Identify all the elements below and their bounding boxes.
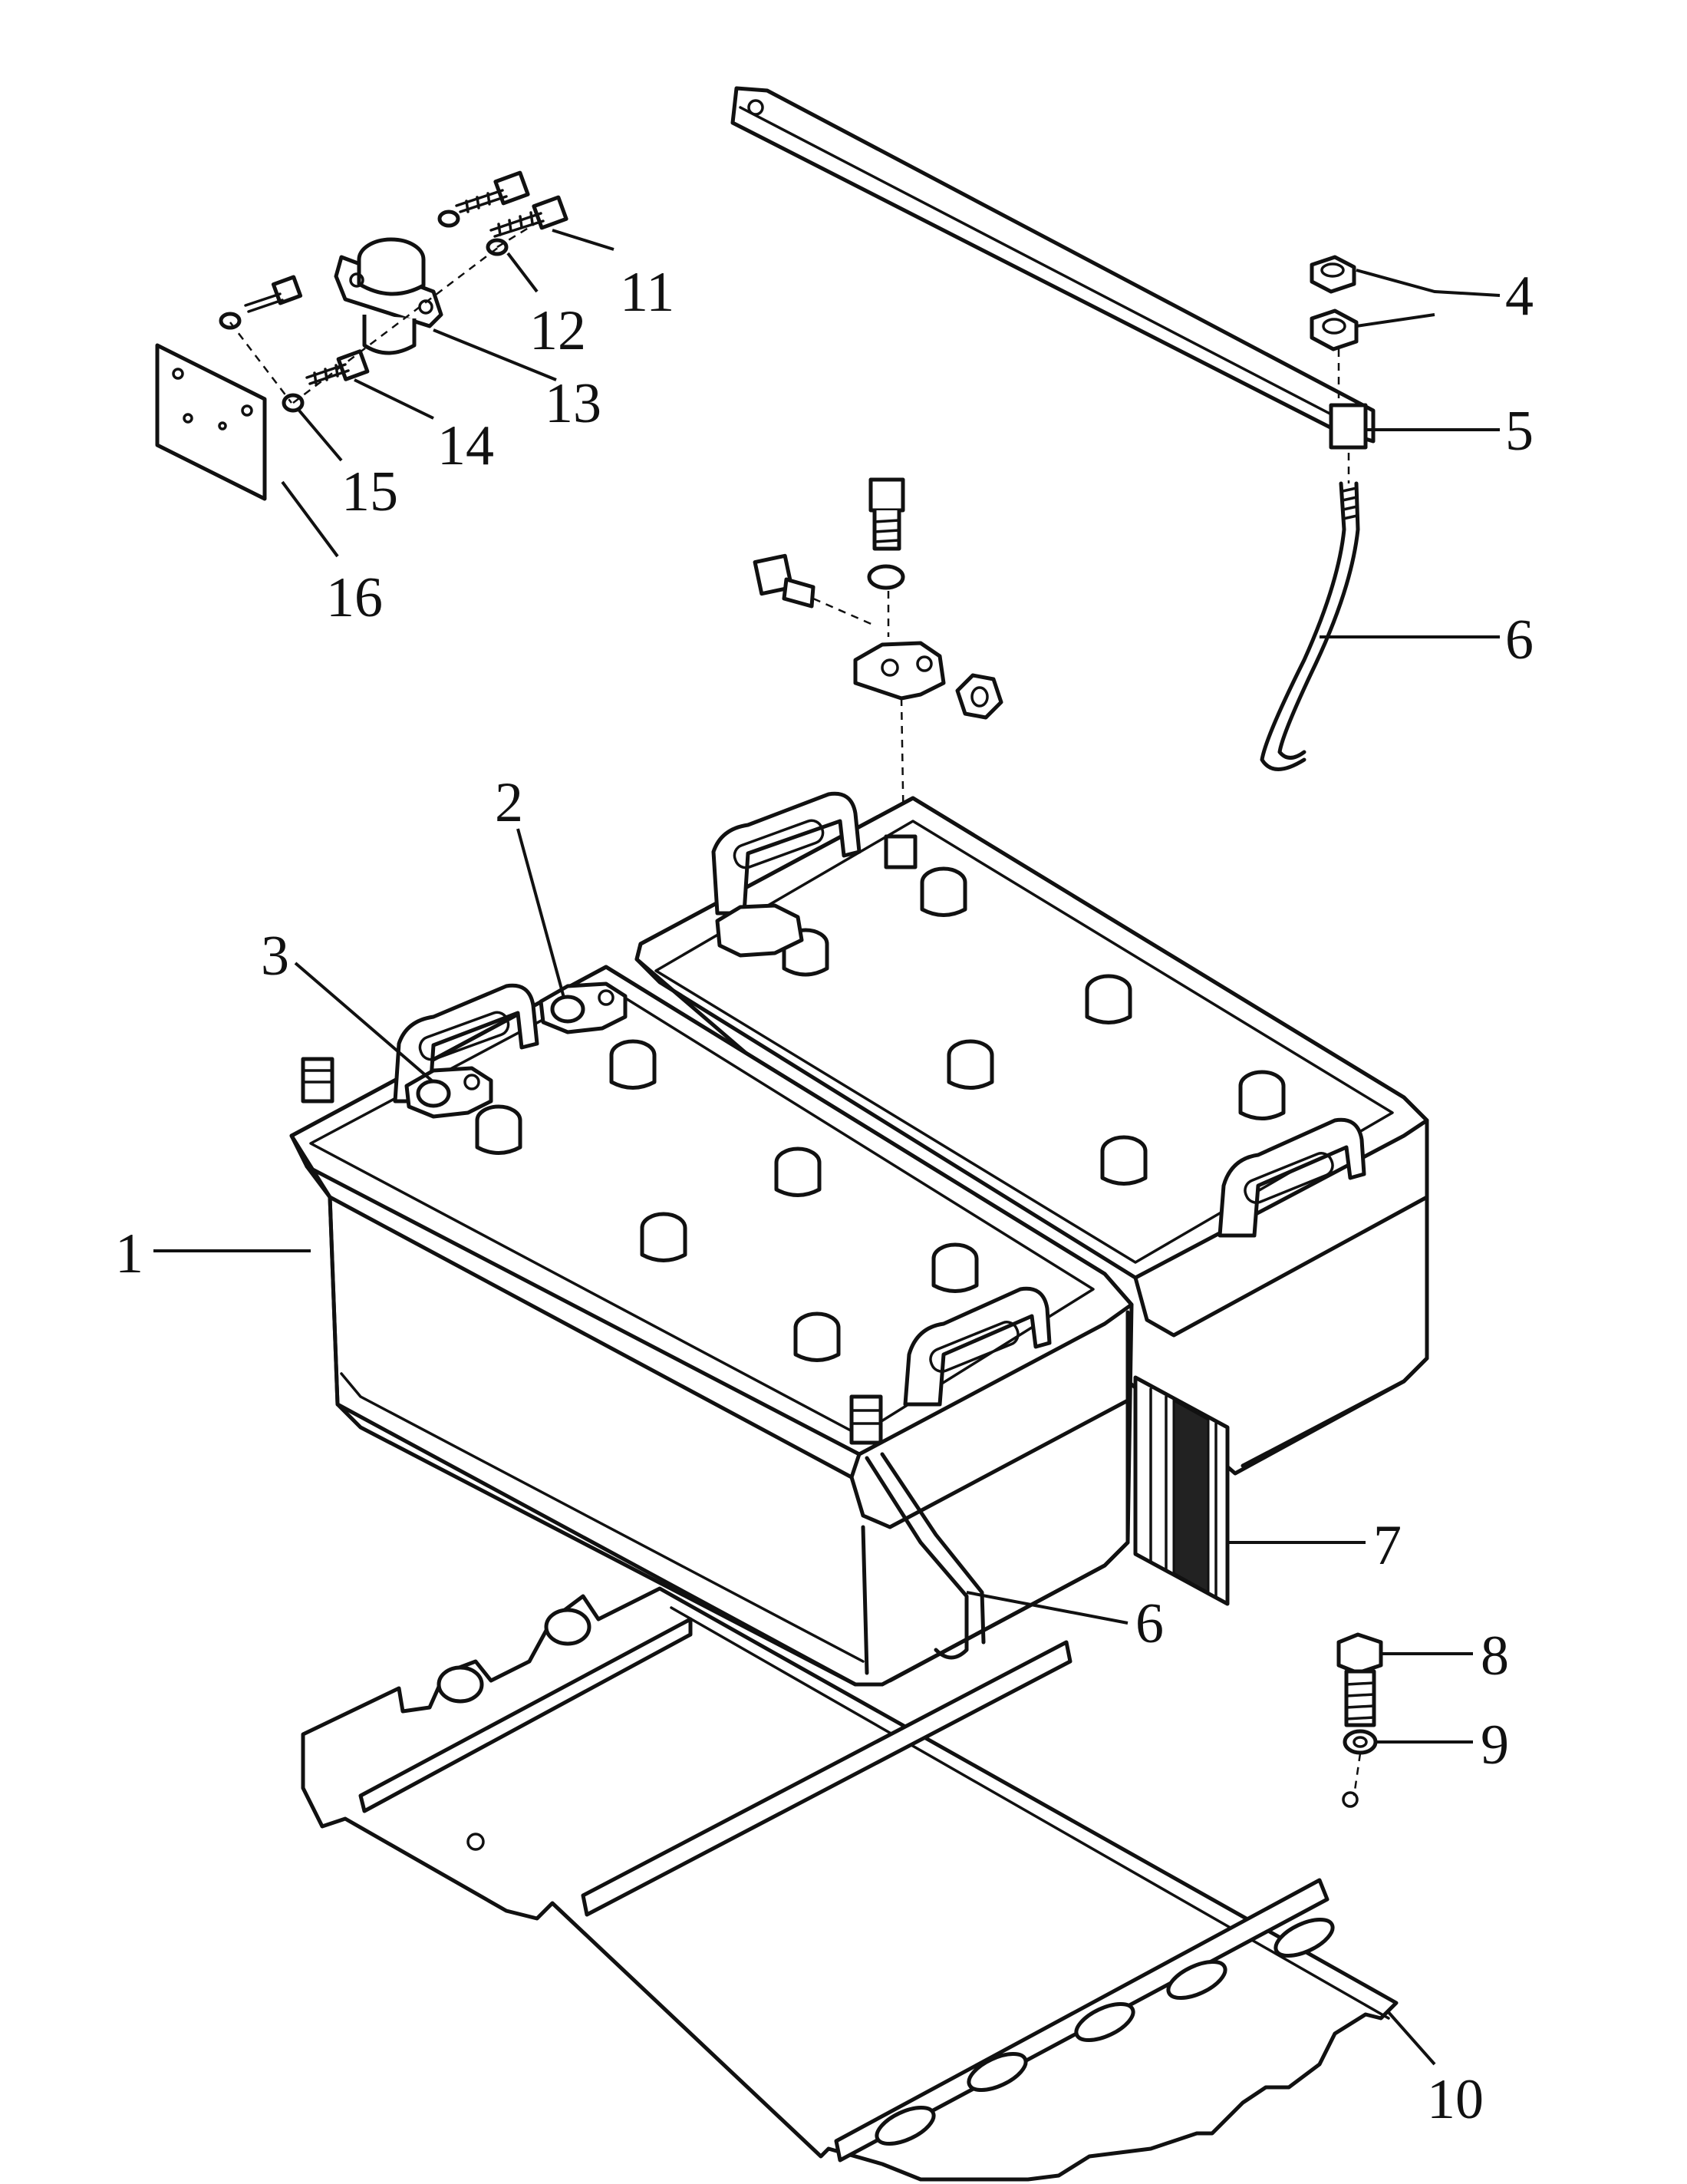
callout-2: 2 <box>495 771 523 834</box>
j-rod-part-6-lower <box>865 1452 986 1660</box>
leader-lines <box>153 229 1501 2066</box>
assembly-axis-line-a <box>229 221 538 404</box>
callout-7: 7 <box>1373 1514 1402 1577</box>
washer-part-9 <box>1343 1729 1378 1796</box>
nut-part-4 <box>1310 255 1359 399</box>
battery-tray-part-10 <box>301 1586 1399 2182</box>
callout-16: 16 <box>326 566 383 629</box>
callout-labels: 1 2 3 4 5 6 6 7 8 9 10 11 12 13 14 15 16 <box>115 261 1534 2131</box>
battery-rear <box>634 791 1429 1476</box>
vent-caps-front <box>475 1039 979 1362</box>
bolt-part-11 <box>455 170 568 238</box>
callout-13: 13 <box>545 372 601 435</box>
spacer-part-7 <box>1133 1375 1230 1606</box>
terminal-part-3 <box>404 1066 493 1119</box>
callout-10: 10 <box>1427 2068 1484 2131</box>
callout-11: 11 <box>620 261 674 324</box>
callout-3: 3 <box>261 925 289 988</box>
callout-6-upper: 6 <box>1505 609 1534 671</box>
callout-14: 14 <box>437 414 494 477</box>
callout-15: 15 <box>341 460 398 523</box>
terminal-part-2 <box>539 981 628 1034</box>
bolt-part-8 <box>1336 1632 1383 1727</box>
hold-down-bar-part-5 <box>730 86 1376 450</box>
callout-8: 8 <box>1481 1625 1509 1687</box>
relay-part-13 <box>334 237 443 355</box>
callout-9: 9 <box>1481 1714 1509 1777</box>
j-rod-part-6-upper <box>1260 453 1360 771</box>
bolt-part-14 <box>305 349 370 385</box>
battery-front-part-1 <box>289 965 1134 1687</box>
vent-caps-rear <box>782 866 1286 1186</box>
mounting-plate-part-16 <box>155 343 267 501</box>
callout-6-lower: 6 <box>1135 1592 1164 1655</box>
callout-1: 1 <box>115 1222 143 1285</box>
callout-4: 4 <box>1505 265 1534 328</box>
callout-5: 5 <box>1505 400 1534 463</box>
bolt-left-upper <box>219 275 303 330</box>
terminal-clamp-assembly <box>753 477 1003 837</box>
callout-12: 12 <box>529 299 586 362</box>
